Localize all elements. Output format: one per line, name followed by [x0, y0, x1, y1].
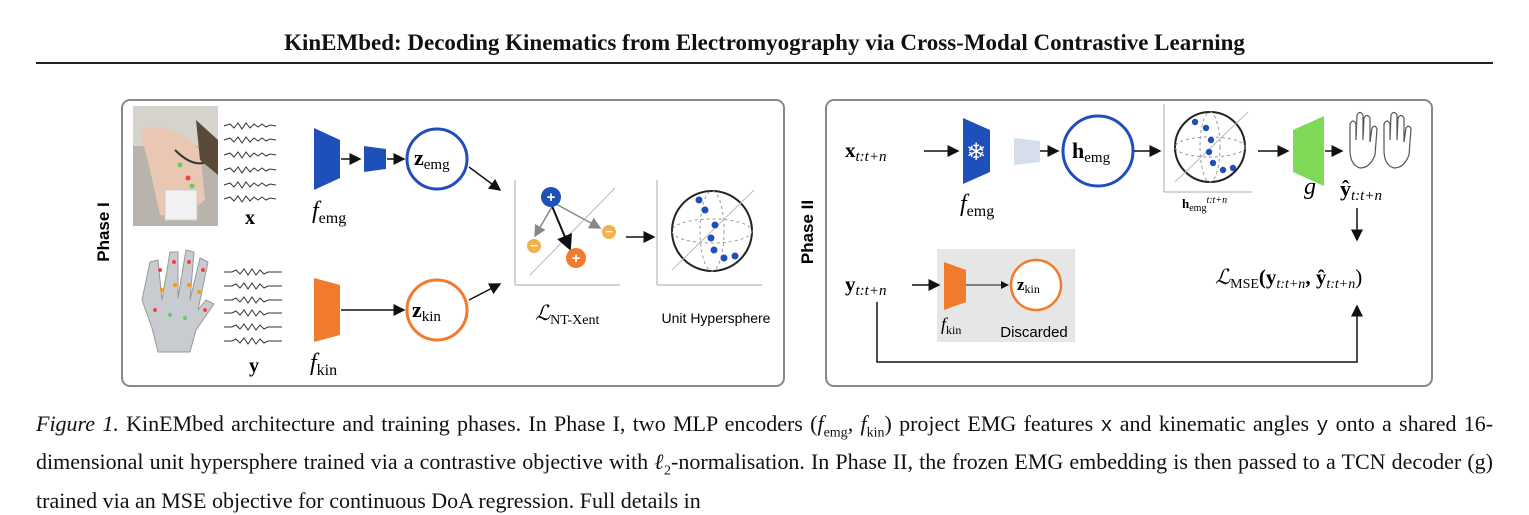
caption-text-2b: onto a shared 16-dimensional unit hypers… — [36, 411, 1494, 475]
caption-text-2c: -normalisation. In Phase II, the frozen — [671, 449, 1009, 475]
caption-f-kin-sub: kin — [866, 425, 885, 441]
phase1-panel — [121, 99, 785, 387]
svg-text:−: − — [605, 224, 613, 239]
raised-hand-icon — [1383, 111, 1412, 169]
predicted-output-label: ŷt:t+n — [1340, 176, 1382, 204]
svg-text:−: − — [530, 238, 538, 253]
caption-comma: , — [847, 411, 861, 436]
phase1-label: Phase I — [94, 202, 113, 262]
figure-caption: Figure 1. KinEMbed architecture and trai… — [36, 409, 1493, 515]
target-feedback-path — [876, 302, 1363, 363]
title-rule — [36, 62, 1493, 64]
hand-pose-icons — [1349, 111, 1412, 169]
caption-text-1a: KinEMbed architecture and training phase… — [126, 411, 818, 436]
svg-text:+: + — [547, 189, 556, 206]
contrastive-embedding-plot: + + − − — [514, 180, 620, 286]
phase2-f-emg-label: femg — [960, 191, 994, 220]
z-emg-label: zemg — [414, 145, 450, 173]
caption-y: y — [1316, 415, 1329, 438]
discarded-label: Discarded — [1000, 324, 1068, 341]
phase2-label: Phase II — [798, 200, 817, 264]
frozen-f-emg-block — [963, 118, 990, 184]
h-emg-label: hemg — [1072, 138, 1111, 166]
h-emg-sequence-label: hemgt:t+n — [1182, 195, 1227, 214]
embedding-sphere-plot — [1163, 104, 1252, 193]
caption-f-kin: f — [860, 411, 867, 436]
z-kin-node — [405, 278, 469, 342]
phase2-f-kin-block — [944, 262, 966, 310]
snowflake-icon: ❄ — [966, 139, 986, 166]
negative-point-right — [602, 225, 616, 239]
caption-x: x — [1100, 415, 1113, 438]
caption-text-1c: and kinematic — [1112, 411, 1246, 436]
architecture-figure: Phase I x femg zemg — [94, 99, 1433, 387]
phase2-input-y-label: yt:t+n — [845, 272, 886, 299]
phase2-panel — [825, 99, 1433, 387]
caption-f-emg: f — [817, 411, 824, 436]
emg-signal-waveform — [223, 122, 277, 203]
kinematic-glove-photo — [141, 249, 215, 353]
caption-ell: ℓ — [654, 449, 665, 475]
mse-loss-label: ℒMSE(yt:t+n, ŷt:t+n) — [1215, 265, 1362, 292]
open-hand-icon — [1349, 111, 1378, 169]
z-emg-node — [405, 127, 469, 191]
emg-bottleneck-block — [364, 146, 386, 172]
positive-point — [566, 248, 586, 268]
caption-text-1b: ) project EMG features — [884, 411, 1101, 436]
kinematic-signal-waveform — [224, 268, 282, 345]
f-emg-label: femg — [312, 198, 346, 227]
emg-arm-photo — [133, 106, 218, 226]
h-emg-node — [1061, 114, 1135, 188]
frozen-bottleneck-block — [1014, 138, 1040, 165]
f-emg-encoder-block — [314, 128, 340, 190]
emg-input-x-label: x — [245, 207, 255, 229]
caption-ell-sub: 2 — [664, 463, 672, 479]
negative-point-left — [527, 239, 541, 253]
phase2-z-kin-label: zkin — [1017, 275, 1040, 296]
svg-text:+: + — [572, 250, 581, 267]
caption-text-2a: angles — [1252, 411, 1317, 436]
decoder-g-block — [1293, 116, 1324, 186]
decoder-g-label: g — [1304, 174, 1316, 200]
anchor-point — [541, 187, 561, 207]
phase2-input-x-label: xt:t+n — [845, 138, 886, 165]
phase2-f-kin-label: fkin — [941, 314, 961, 337]
kin-input-y-label: y — [249, 355, 259, 377]
z-kin-label: zkin — [412, 297, 441, 325]
f-kin-encoder-block — [314, 278, 340, 342]
unit-hypersphere-plot — [656, 180, 762, 286]
caption-f-emg-sub: emg — [823, 425, 848, 441]
figure-label: Figure 1. — [36, 411, 119, 436]
phase2-z-kin-node — [1009, 258, 1063, 312]
paper-title: KinEMbed: Decoding Kinematics from Elect… — [284, 30, 1245, 55]
f-kin-label: fkin — [310, 350, 337, 379]
nt-xent-loss-label: ℒNT-Xent — [535, 301, 599, 328]
unit-hypersphere-label: Unit Hypersphere — [662, 310, 771, 326]
